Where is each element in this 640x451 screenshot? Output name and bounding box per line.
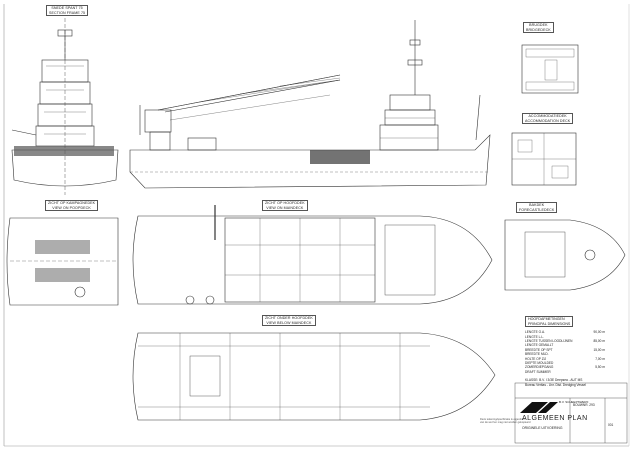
dimension-value: 85,00 m — [593, 339, 605, 343]
drawing-title: ALGEMEEN PLAN — [522, 415, 588, 422]
label-en: BRIDGEDECK — [526, 27, 551, 32]
dimension-row: BREEDTE MLD. — [525, 352, 605, 356]
dimension-row: DIEPTE MOULDED — [525, 361, 605, 365]
dimension-label: BREEDTE OP SPT — [525, 347, 553, 352]
dimension-row: HOLTE OP ZIJ 7,00 m — [525, 357, 605, 361]
label-nl: ACCOMMODATIEDEK — [528, 114, 567, 118]
label-en: VIEW BELOW MAINDECK — [266, 320, 312, 325]
label-nl: ZICHT ONDER HOOFDDEK — [265, 316, 313, 320]
forecastle-plan — [504, 219, 626, 291]
label-en: ACCOMMODATION DECK — [525, 118, 571, 123]
label-en: VIEW ON MAINDECK — [266, 205, 304, 210]
dimension-value: 5,50 m — [595, 365, 605, 370]
title-block-grid — [514, 382, 628, 444]
note-line: van de werf en mag niet worden gekopieer… — [480, 421, 531, 425]
label-nl: ZICHT OP KAMPAGNEDEK — [48, 201, 96, 205]
dimension-label: LENGTE L.L. — [525, 334, 544, 339]
dimension-row: LENGTE TUSSEN LOODLIJNEN 85,00 m — [525, 339, 605, 343]
dimension-label: BREEDTE MLD. — [525, 352, 549, 357]
label-nl: BAKDEK — [529, 203, 545, 207]
label-en: FORECASTLEDECK — [519, 207, 555, 212]
label-nl: ZICHT OP HOOFDDEK — [265, 201, 305, 205]
label-nl: BRUGDEK — [529, 23, 548, 27]
poopdeck-plan — [6, 217, 119, 306]
dimension-label: ZOMERDIEPGANG — [525, 365, 554, 370]
title-block: B.V. SCHEEPSWERF BOUWNR. 293 001 — [515, 383, 627, 443]
below-maindeck-plan — [132, 332, 496, 421]
sheet-number: 001 — [608, 423, 614, 427]
dimension-value: 15,00 m — [593, 347, 605, 352]
dimension-row: BREEDTE OP SPT 15,00 m — [525, 348, 605, 352]
heading-en: PRINCIPAL DIMENSIONS — [528, 321, 571, 326]
dimension-value: 90,00 m — [593, 330, 605, 335]
company-name: B.V. SCHEEPSWERF — [559, 400, 589, 404]
dimension-label: LENGTE O.A. — [525, 330, 546, 335]
class-note-line: Bureau Veritas - Unr. Dist. Dredging Ves… — [525, 382, 586, 387]
company-logo-icon — [520, 402, 558, 413]
dimension-label: HOLTE OP ZIJ — [525, 356, 547, 361]
label-en: SECTION FRAME 75 — [49, 10, 86, 15]
dimension-value: 7,00 m — [595, 356, 605, 361]
label-nl: SNEDE SPANT 75 — [51, 6, 83, 10]
dimension-label: LENGTE GEMALLT — [525, 343, 554, 348]
class-note-line: KLASSE: B.V. I 3/3E Deepsea - AUT MS — [525, 378, 583, 383]
dimension-row: LENGTE L.L. — [525, 335, 605, 339]
drawing-subtitle: ORIGINELE UITVOERING — [522, 426, 563, 430]
label-en: VIEW ON POOPDECK — [52, 205, 91, 210]
side-profile — [129, 20, 491, 189]
dimension-row: DRAFT SUMMER — [525, 370, 605, 374]
heading-nl: HOOFDAFMETINGEN — [528, 317, 565, 321]
dimension-label: DIEPTE MOULDED — [525, 361, 554, 366]
maindeck-plan — [132, 205, 493, 305]
accommodation-plan — [511, 132, 577, 186]
note-line: Deze tekening/specificatie is eigendom — [480, 418, 525, 421]
dimension-row: LENGTE O.A. 90,00 m — [525, 330, 605, 334]
bridgedeck-plan — [521, 44, 579, 94]
dimension-label: DRAFT SUMMER — [525, 369, 551, 374]
section-view — [11, 18, 119, 195]
dimension-row: ZOMERDIEPGANG 5,50 m — [525, 365, 605, 369]
dimension-label: LENGTE TUSSEN LOODLIJNEN — [525, 339, 573, 343]
dimension-row: LENGTE GEMALLT — [525, 343, 605, 347]
drawing-number: BOUWNR. 293 — [573, 403, 595, 407]
